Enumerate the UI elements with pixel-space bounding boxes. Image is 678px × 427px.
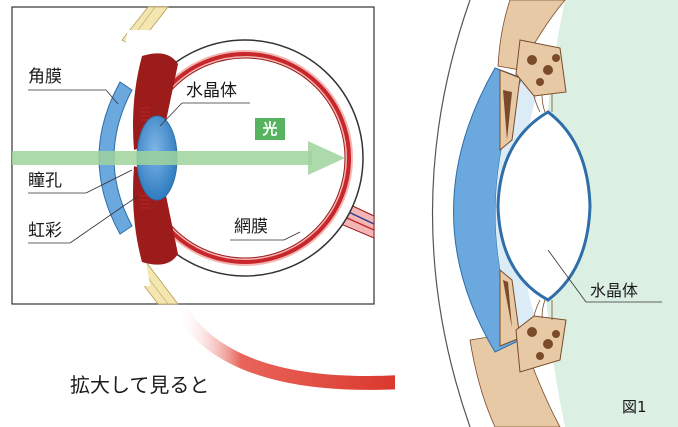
caption: 拡大して見ると — [70, 373, 209, 397]
right-panel — [395, 0, 678, 427]
light-label: 光 — [261, 120, 277, 138]
label-lens-small: 水晶体 — [186, 81, 237, 101]
label-cornea: 角膜 — [28, 67, 62, 87]
label-retina: 網膜 — [234, 217, 268, 237]
label-lens-large: 水晶体 — [590, 281, 638, 300]
left-panel: 光 角膜 水晶体 瞳孔 虹彩 網膜 — [12, 7, 374, 304]
label-iris: 虹彩 — [28, 221, 62, 241]
figure-number: 図1 — [622, 398, 647, 416]
label-pupil: 瞳孔 — [28, 171, 62, 191]
